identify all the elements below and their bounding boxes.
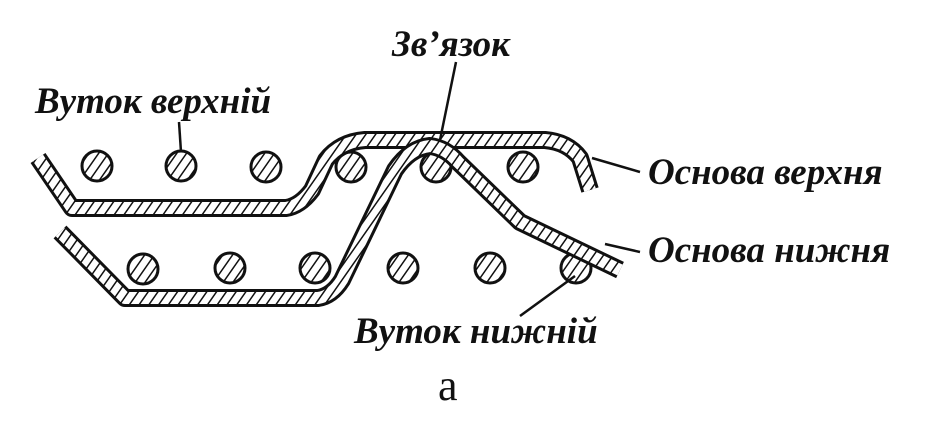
leader-upper-weft: [177, 121, 183, 153]
label-upper-weft: Вуток верхній: [35, 81, 272, 122]
lower-weft-yarn: [473, 251, 507, 285]
label-lower-weft: Вуток нижній: [354, 311, 598, 352]
upper-weft-yarn: [249, 150, 283, 184]
lower-weft-yarn: [298, 251, 332, 285]
label-binding: Зв’язок: [392, 24, 510, 65]
leader-lower-warp: [604, 242, 641, 254]
upper-weft-yarn: [80, 149, 114, 183]
leader-binding: [438, 61, 458, 141]
leader-upper-warp: [591, 156, 641, 174]
lower-weft-yarn: [386, 251, 420, 285]
upper-warp-yarn: [30, 131, 599, 217]
upper-weft-yarn: [506, 150, 540, 184]
leader-lower-weft: [519, 274, 576, 318]
label-upper-warp: Основа верхня: [648, 152, 883, 193]
upper-weft-yarn: [164, 149, 198, 183]
label-lower-warp: Основа нижня: [648, 230, 891, 271]
figure-caption: а: [438, 361, 458, 410]
leader-lines: [177, 61, 641, 318]
lower-warp-yarn: [53, 137, 624, 307]
lower-weft-yarn: [126, 252, 160, 286]
upper-weft-yarns: [80, 149, 540, 184]
lower-weft-yarn: [213, 251, 247, 285]
lower-weft-yarns: [126, 251, 593, 286]
